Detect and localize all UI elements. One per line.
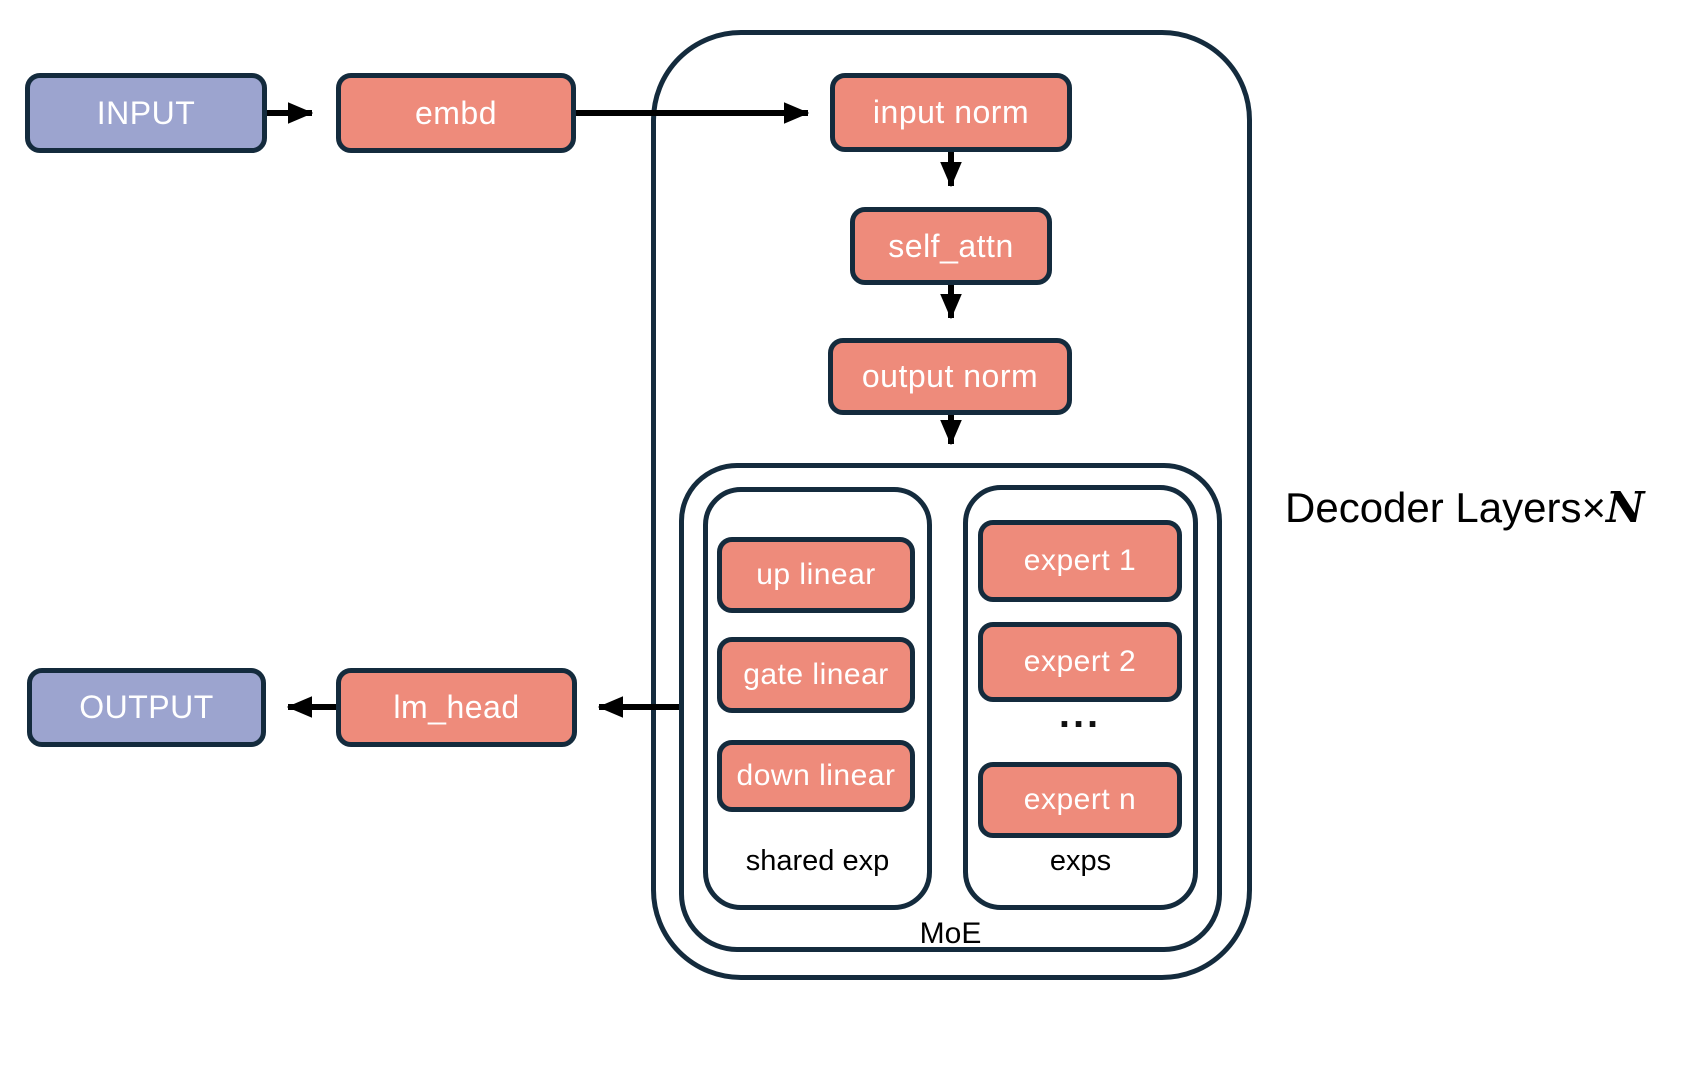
expert-n-node-label: expert n xyxy=(1023,783,1137,816)
up-linear-node-label: up linear xyxy=(756,558,876,591)
self-attn-node: self_attn xyxy=(850,207,1052,285)
output-node-label: OUTPUT xyxy=(79,689,214,725)
output-norm-node: output norm xyxy=(828,338,1072,415)
moe-container xyxy=(679,463,1222,952)
down-linear-node-label: down linear xyxy=(736,759,896,792)
input-node-label: INPUT xyxy=(96,94,196,131)
output-node: OUTPUT xyxy=(27,668,266,747)
input-norm-node: input norm xyxy=(830,73,1072,152)
embd-node: embd xyxy=(336,73,576,153)
expert-1-node-label: expert 1 xyxy=(1023,544,1137,577)
exps-caption: exps xyxy=(1049,845,1112,877)
input-norm-node-label: input norm xyxy=(872,94,1030,130)
output-norm-node-label: output norm xyxy=(861,358,1039,394)
shared-expert-container xyxy=(703,487,932,910)
lm-head-node-label: lm_head xyxy=(393,689,520,725)
up-linear-node: up linear xyxy=(717,537,915,613)
down-linear-node: down linear xyxy=(717,740,915,812)
gate-linear-node: gate linear xyxy=(717,637,915,713)
expert-2-node: expert 2 xyxy=(978,622,1182,702)
layer-count-n: N xyxy=(1606,483,1645,532)
decoder-layers-container xyxy=(651,30,1252,980)
self-attn-node-label: self_attn xyxy=(888,227,1014,264)
gate-linear-node-label: gate linear xyxy=(743,658,889,691)
multiplication-sign: × xyxy=(1581,484,1607,531)
shared-exp-caption: shared exp xyxy=(745,845,890,877)
expert-n-node: expert n xyxy=(978,762,1182,838)
lm-head-node: lm_head xyxy=(336,668,577,747)
decoder-layers-label: Decoder Layers×N xyxy=(1285,483,1644,532)
experts-ellipsis: ... xyxy=(1058,692,1102,736)
expert-1-node: expert 1 xyxy=(978,520,1182,602)
expert-2-node-label: expert 2 xyxy=(1023,645,1137,678)
experts-container xyxy=(963,485,1198,910)
embd-node-label: embd xyxy=(414,94,498,131)
moe-caption: MoE xyxy=(919,917,982,950)
input-node: INPUT xyxy=(25,73,267,153)
decoder-layers-label-text: Decoder Layers xyxy=(1285,484,1582,531)
